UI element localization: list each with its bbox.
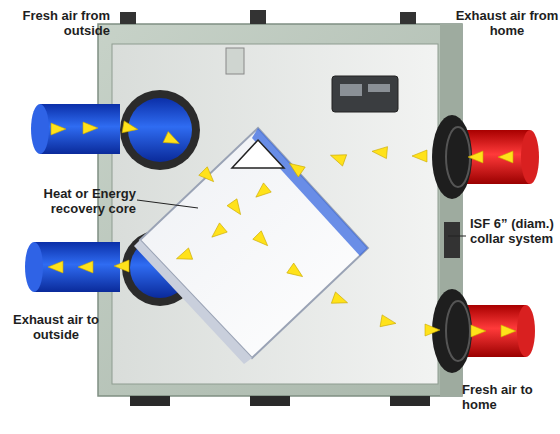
foot [250,396,290,406]
bracket [226,48,244,74]
flow-arrow [208,223,227,242]
flow-arrow [372,145,388,158]
foot [390,396,430,406]
duct-end [25,242,43,292]
flow-arrow [253,231,272,250]
collar [432,115,472,199]
collar-ring [446,127,470,187]
flow-arrow [227,199,245,218]
flow-arrow [163,132,182,149]
callout-label: Fresh air to home [462,382,558,412]
flow-arrow [331,292,349,308]
duct-end [31,104,49,154]
flow-arrow [174,248,192,264]
flow-arrow [51,123,66,135]
leader-line [448,236,466,237]
mount-tab [120,12,136,24]
flow-arrow [328,150,346,166]
flow-arrow [114,260,129,272]
flow-arrow [498,151,513,163]
duct-end [521,130,539,184]
flow-arrow [122,121,139,135]
callout-label: Exhaust air from home [455,8,559,38]
flow-arrow [471,325,486,337]
core-edge [252,128,368,256]
flow-arrow [425,324,440,336]
control-display [340,84,362,96]
flow-arrow [48,261,63,273]
callout-label: Fresh air from outside [10,8,110,38]
collar [120,90,200,170]
flow-arrow [83,122,98,134]
control-display [368,84,390,92]
duct-end [517,305,535,357]
callout-label: ISF 6” (diam.) collar system [470,216,556,246]
housing-cavity [112,44,438,384]
core-edge [134,240,252,364]
flow-arrow [78,261,93,273]
flow-arrow [468,151,483,163]
flow-arrow [501,325,516,337]
callout-label: Heat or Energy recovery core [8,186,136,216]
housing [98,24,462,396]
flow-arrow [412,150,427,162]
flow-arrow [380,315,397,329]
duct [40,104,120,154]
collar-clip [444,222,460,258]
leader-line [137,200,198,208]
mount-tab [400,12,416,24]
flow-arrow [287,263,306,281]
flow-arrow [199,167,218,186]
control-panel [332,76,398,112]
recovery-core [140,128,368,358]
mount-tab [250,10,266,24]
callout-label: Exhaust air to outside [4,312,108,342]
duct-opening [128,98,192,162]
duct [34,242,120,292]
collar-ring [446,301,470,361]
warning-label [232,140,284,168]
flow-arrow [286,158,305,176]
foot [130,396,170,406]
flow-arrow [252,183,271,202]
